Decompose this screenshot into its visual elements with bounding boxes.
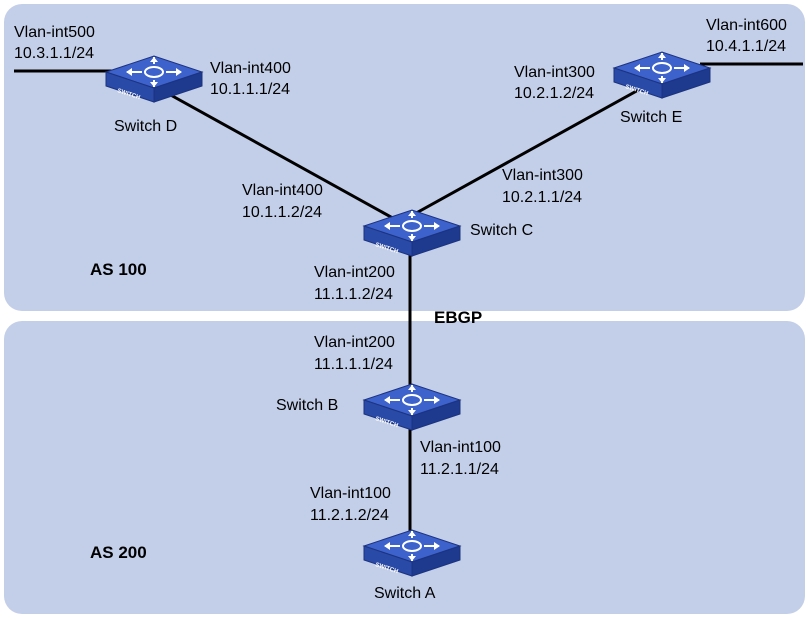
switch-c-name: Switch C <box>470 222 534 239</box>
switch-e[interactable]: SWITCH <box>612 38 712 100</box>
if-d-vlan500-name: Vlan-int500 <box>14 24 95 41</box>
if-e-vlan300-ip: 10.2.1.2/24 <box>514 85 595 102</box>
if-e-vlan300-name: Vlan-int300 <box>514 64 595 81</box>
switch-c[interactable]: SWITCH <box>362 196 462 258</box>
if-c-vlan400-name: Vlan-int400 <box>242 182 323 199</box>
ebgp-label: EBGP <box>434 308 483 327</box>
switch-b[interactable]: SWITCH <box>362 370 462 432</box>
if-c-vlan200-name: Vlan-int200 <box>314 264 395 281</box>
if-c-vlan200-ip: 11.1.1.2/24 <box>314 286 393 303</box>
if-a-vlan100-name: Vlan-int100 <box>310 485 391 502</box>
if-b-vlan200-ip: 11.1.1.1/24 <box>314 356 393 373</box>
if-c-vlan400-ip: 10.1.1.2/24 <box>242 204 323 221</box>
switch-icon: SWITCH <box>362 383 462 431</box>
switch-icon: SWITCH <box>362 529 462 577</box>
switch-d[interactable]: SWITCH <box>104 42 204 104</box>
if-c-vlan300-ip: 10.2.1.1/24 <box>502 189 583 206</box>
link-d-c <box>157 86 401 224</box>
if-b-vlan100-ip: 11.2.1.1/24 <box>420 461 499 478</box>
switch-icon: SWITCH <box>612 51 712 99</box>
as100-label: AS 100 <box>90 260 147 279</box>
if-c-vlan300-name: Vlan-int300 <box>502 167 583 184</box>
switch-e-name: Switch E <box>620 109 683 126</box>
if-d-vlan500-ip: 10.3.1.1/24 <box>14 45 95 62</box>
if-a-vlan100-ip: 11.2.1.2/24 <box>310 507 389 524</box>
switch-b-name: Switch B <box>276 397 339 414</box>
if-e-vlan600-name: Vlan-int600 <box>706 17 787 34</box>
if-e-vlan600-ip: 10.4.1.1/24 <box>706 38 787 55</box>
if-d-vlan400-name: Vlan-int400 <box>210 60 291 77</box>
link-c-e <box>399 76 661 224</box>
switch-icon: SWITCH <box>104 55 204 103</box>
switch-a[interactable]: SWITCH <box>362 516 462 578</box>
as200-label: AS 200 <box>90 543 147 562</box>
switch-icon: SWITCH <box>362 209 462 257</box>
if-b-vlan100-name: Vlan-int100 <box>420 439 501 456</box>
switch-a-name: Switch A <box>374 585 436 602</box>
if-d-vlan400-ip: 10.1.1.1/24 <box>210 81 291 98</box>
if-b-vlan200-name: Vlan-int200 <box>314 334 395 351</box>
switch-d-name: Switch D <box>114 118 178 135</box>
